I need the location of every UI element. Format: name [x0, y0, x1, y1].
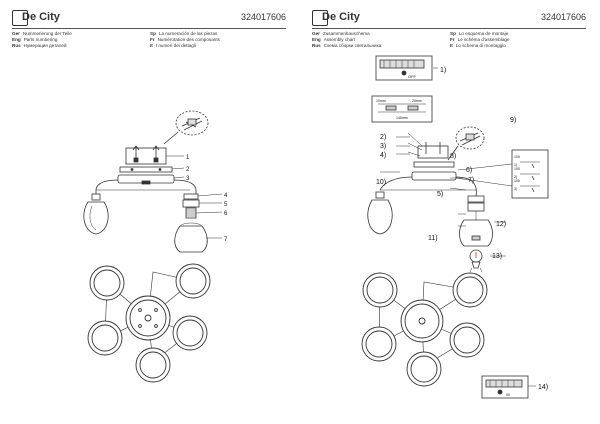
insert-label: 100: [514, 155, 520, 159]
wiring-detail-icon: [163, 110, 209, 145]
header-divider: [312, 28, 586, 29]
wiring-detail-icon: [447, 126, 485, 161]
assembly-drawing: [361, 55, 549, 399]
callout-7: 7: [224, 237, 228, 243]
step-11: 11): [428, 235, 438, 242]
brand-logo-icon: [312, 10, 328, 26]
header-divider: [12, 28, 286, 29]
callout-4: 4: [224, 193, 228, 199]
step-9: 9): [510, 117, 516, 124]
callout-5: 5: [224, 202, 228, 208]
mounting-bar-icon: [119, 166, 173, 173]
dimension-label: 20mm: [412, 99, 422, 103]
callout-labels: 1 2 3 4 5 6 7: [186, 155, 228, 243]
dimension-label: 140mm: [396, 116, 408, 120]
insert-label: 100: [514, 179, 520, 183]
step-6: 6): [466, 167, 472, 174]
step-5: 5): [437, 191, 443, 198]
step-3: 3): [380, 143, 386, 150]
callout-1: 1: [186, 155, 190, 161]
callout-2: 2: [186, 167, 190, 173]
step-1: 1): [440, 67, 446, 74]
off-label: OFF: [408, 74, 417, 79]
bulb-options-icon: [511, 149, 549, 199]
lamp-holder-icon: [467, 195, 485, 220]
step-8: 8): [450, 153, 456, 160]
step-4: 4): [380, 152, 386, 159]
fixture-body-icon: [379, 161, 477, 197]
brand-logo-icon: [12, 10, 28, 26]
fixture-bottom-view-icon: [87, 263, 211, 383]
step-2: 2): [380, 134, 386, 141]
drilling-dimensions-icon: [371, 95, 433, 123]
insert-label: 3): [514, 187, 517, 191]
product-code: 324017606: [540, 12, 586, 22]
fixture-bottom-view-icon: [361, 272, 488, 387]
ceiling-canopy-icon: [407, 132, 449, 159]
callout-3: 3: [186, 176, 190, 182]
callout-6: 6: [224, 211, 228, 217]
fixture-body-icon: [95, 174, 197, 194]
dimension-label: 10mm: [376, 99, 386, 103]
brand-name: De City: [22, 11, 60, 23]
insert-label: 100: [514, 167, 520, 171]
insert-label: 2): [514, 175, 517, 179]
insert-label: 1): [514, 163, 517, 167]
parts-drawing: [83, 110, 223, 383]
light-bulb-icon: [469, 249, 483, 273]
lamp-shade-right-icon: [174, 222, 208, 253]
product-code: 324017606: [240, 12, 286, 22]
lamp-shade-left-icon: [367, 191, 393, 235]
breaker-on-icon: [481, 375, 529, 399]
step-12: 12): [496, 221, 506, 228]
lamp-shade-left-icon: [83, 193, 109, 235]
breaker-off-icon: [375, 55, 433, 81]
step-13: 13): [492, 253, 502, 260]
brand-name: De City: [322, 11, 360, 23]
angle-label: 90: [506, 393, 510, 397]
step-14: 14): [538, 384, 548, 391]
step-10: 10): [376, 179, 386, 186]
step-labels: 1) 2) 3) 4) 5) 6) 7) 8) 9) 10) 11) 12) 1…: [376, 67, 548, 397]
lamp-shade-right-icon: [459, 219, 493, 247]
step-7: 7): [468, 177, 474, 184]
